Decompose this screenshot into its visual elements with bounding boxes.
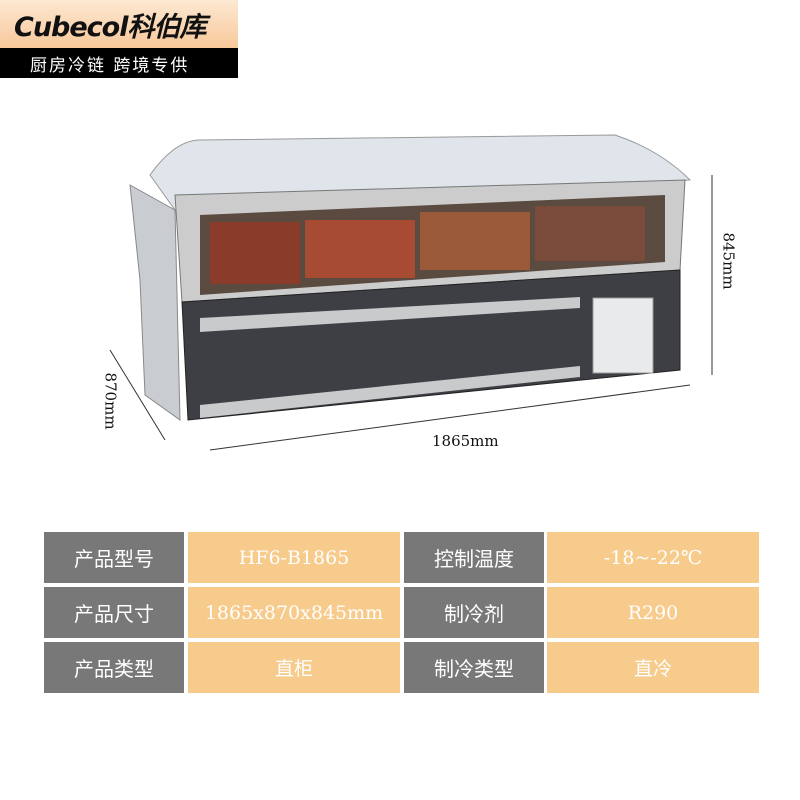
spec-label: 制冷剂 xyxy=(404,587,544,638)
spec-label: 产品尺寸 xyxy=(44,587,184,638)
spec-label: 控制温度 xyxy=(404,532,544,583)
spec-value: HF6-B1865 xyxy=(188,532,400,583)
freezer-illustration xyxy=(109,134,713,451)
products xyxy=(210,206,645,284)
spec-value: -18~-22℃ xyxy=(547,532,759,583)
depth-dimension: 870mm xyxy=(101,372,120,430)
control-panel xyxy=(592,297,654,374)
logo-text: Cubecol科伯库 xyxy=(0,0,238,48)
height-dimension: 845mm xyxy=(719,232,738,290)
width-dimension: 1865mm xyxy=(432,432,499,450)
spec-value: R290 xyxy=(547,587,759,638)
slogan: 厨房冷链 跨境专供 xyxy=(0,48,238,78)
spec-value: 直柜 xyxy=(188,642,400,693)
spec-label: 产品型号 xyxy=(44,532,184,583)
spec-value: 直冷 xyxy=(547,642,759,693)
spec-value: 1865x870x845mm xyxy=(188,587,400,638)
spec-label: 产品类型 xyxy=(44,642,184,693)
brand-logo: Cubecol科伯库 厨房冷链 跨境专供 xyxy=(0,0,238,78)
spec-label: 制冷类型 xyxy=(404,642,544,693)
